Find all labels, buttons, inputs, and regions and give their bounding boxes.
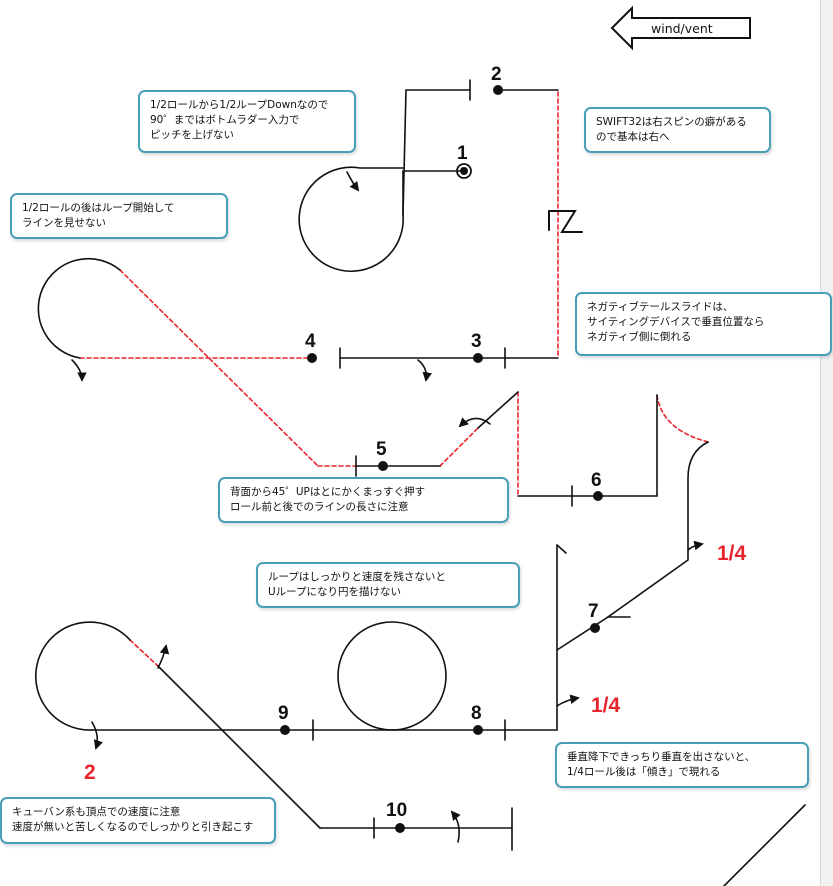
- figure-1-climb: [402, 89, 471, 216]
- station-label-7: 7: [588, 601, 599, 622]
- tick: [556, 544, 567, 554]
- station-dot-2: [493, 85, 503, 95]
- station-label-5: 5: [376, 439, 387, 460]
- corner-line: [723, 804, 806, 886]
- loop-9: [35, 621, 131, 731]
- station-label-8: 8: [471, 703, 482, 724]
- dashed-arc-6: [656, 394, 709, 443]
- station-label-3: 3: [471, 331, 482, 352]
- station-label-9: 9: [278, 703, 289, 724]
- roll-arrow: [556, 694, 580, 707]
- dashed-loop-4: [119, 269, 319, 467]
- roll-arrow: [346, 171, 360, 192]
- roll-label-quarter-7: 1/4: [717, 542, 747, 565]
- station-label-6: 6: [591, 470, 602, 491]
- note-half-roll-loop: 1/2ロールから1/2ループDownなので 90゜まではボトムラダー入力で ピッ…: [138, 90, 356, 153]
- vertical-down-7: [605, 441, 709, 618]
- loop-8: [337, 621, 447, 731]
- roll-arrow: [458, 417, 491, 428]
- roll-label-two: 2: [84, 761, 96, 784]
- station-label-1: 1: [457, 143, 468, 164]
- wind-arrow: [610, 5, 751, 51]
- roll-arrow: [687, 540, 704, 551]
- station-dot-3: [473, 353, 483, 363]
- station-dot-5: [378, 461, 388, 471]
- station-dot-8: [473, 725, 483, 735]
- figure-7-line: [504, 616, 609, 731]
- station-dot-1: [456, 163, 472, 179]
- note-loop-start: 1/2ロールの後はループ開始して ラインを見せない: [10, 193, 228, 239]
- roll-arrow: [157, 644, 170, 669]
- note-45-up: 背面から45゜UPはとにかくまっすぐ押す ロール前と後でのラインの長さに注意: [218, 477, 509, 523]
- station-label-10: 10: [386, 800, 407, 821]
- roll-arrow: [71, 359, 87, 382]
- note-tailslide: ネガティブテールスライドは、 サイティングデバイスで垂直位置なら ネガティブ側に…: [575, 292, 832, 356]
- station-dot-6: [593, 491, 603, 501]
- note-vertical-down: 垂直降下できっちり垂直を出さないと、 1/4ロール後は「傾き」で現れる: [555, 742, 809, 788]
- station-dot-1-inner: [460, 167, 468, 175]
- station-dot-4: [307, 353, 317, 363]
- note-loop-speed: ループはしっかりと速度を残さないと Uループになり円を描けない: [256, 562, 520, 608]
- segment-45: [477, 391, 519, 429]
- tailslide-symbol: [548, 210, 583, 233]
- roll-arrow: [450, 810, 461, 843]
- roll-label-quarter-8: 1/4: [591, 694, 621, 717]
- page-edge: [820, 0, 833, 886]
- loop-4: [37, 257, 121, 359]
- note-swift32: SWIFT32は右スピンの癖がある ので基本は右へ: [584, 107, 771, 153]
- station-label-2: 2: [491, 64, 502, 85]
- dashed-45-up: [439, 427, 479, 467]
- note-cuban: キューバン系も頂点での速度に注意 速度が無いと苦しくなるのでしっかりと引き起こす: [0, 797, 276, 844]
- figure-1-path: [298, 166, 463, 273]
- wind-label: wind/vent: [651, 21, 713, 36]
- roll-arrow: [91, 721, 103, 750]
- station-label-4: 4: [305, 331, 316, 352]
- diagonal-9-10: [157, 665, 321, 829]
- dashed-loop-9: [129, 639, 159, 667]
- roll-arrow: [417, 359, 432, 382]
- station-dot-10: [395, 823, 405, 833]
- station-dot-9: [280, 725, 290, 735]
- station-dot-7: [590, 623, 600, 633]
